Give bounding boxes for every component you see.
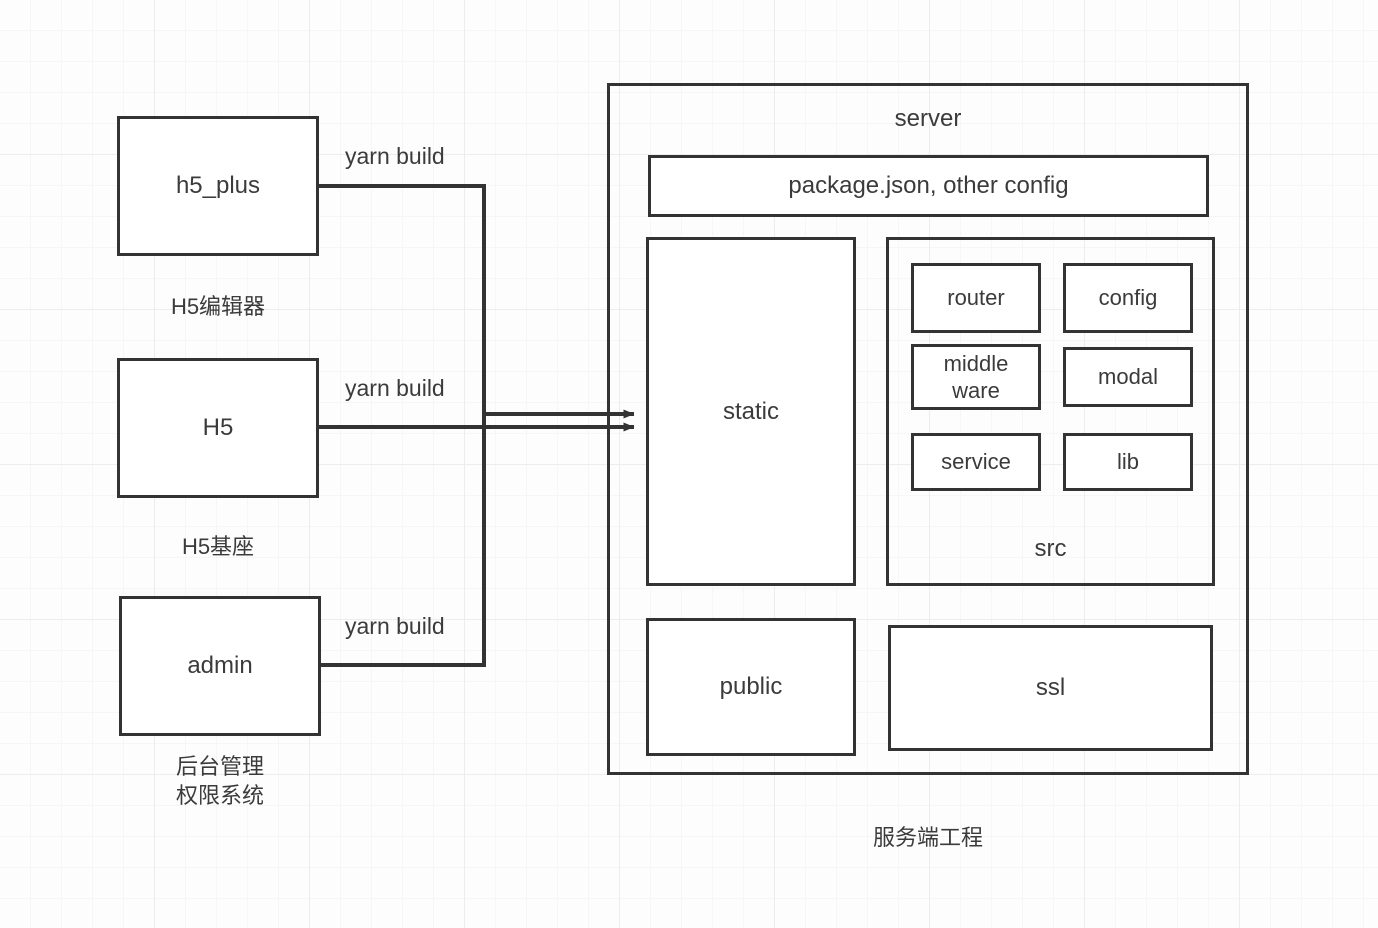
node-static[interactable]: static <box>646 237 856 586</box>
node-middleware[interactable]: middle ware <box>911 344 1041 410</box>
node-admin[interactable]: admin <box>119 596 321 736</box>
node-middleware-label: middle ware <box>943 350 1009 404</box>
node-service-label: service <box>941 449 1011 475</box>
node-h5-plus-label: h5_plus <box>175 172 261 199</box>
container-server <box>607 83 1249 775</box>
node-ssl-label: ssl <box>1035 674 1066 701</box>
node-admin-label: admin <box>187 652 253 679</box>
node-modal[interactable]: modal <box>1063 347 1193 407</box>
node-service[interactable]: service <box>911 433 1041 491</box>
node-ssl[interactable]: ssl <box>888 625 1213 751</box>
node-package-json-label: package.json, other config <box>788 172 1069 199</box>
node-config[interactable]: config <box>1063 263 1193 333</box>
node-lib-label: lib <box>1116 449 1139 475</box>
node-static-label: static <box>722 397 779 425</box>
title-server: server <box>894 105 962 132</box>
edge-label-h5-build: yarn build <box>345 375 445 401</box>
node-lib[interactable]: lib <box>1063 433 1193 491</box>
node-router-label: router <box>947 285 1005 311</box>
node-public-label: public <box>719 673 783 700</box>
container-src <box>886 237 1215 586</box>
caption-h5: H5基座 <box>181 534 255 559</box>
edge-label-h5-plus-build: yarn build <box>345 143 445 169</box>
node-config-label: config <box>1098 285 1158 311</box>
caption-admin: 后台管理 权限系统 <box>175 754 264 809</box>
node-h5-label: H5 <box>202 414 234 441</box>
node-h5[interactable]: H5 <box>117 358 319 498</box>
node-modal-label: modal <box>1098 364 1158 390</box>
title-src: src <box>1034 535 1067 562</box>
node-public[interactable]: public <box>646 618 856 756</box>
caption-h5-plus: H5编辑器 <box>170 294 266 319</box>
node-router[interactable]: router <box>911 263 1041 333</box>
edge-label-admin-build: yarn build <box>345 613 445 639</box>
node-package-json[interactable]: package.json, other config <box>648 155 1209 217</box>
caption-server: 服务端工程 <box>872 825 983 850</box>
node-h5-plus[interactable]: h5_plus <box>117 116 319 256</box>
